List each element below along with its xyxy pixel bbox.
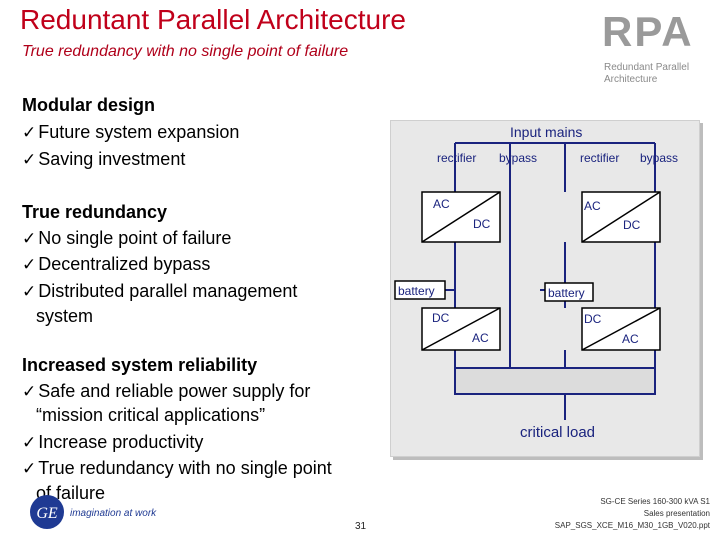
section-heading-reliability: Increased system reliability [22, 355, 258, 375]
input-mains-label: Input mains [510, 124, 583, 140]
ac-label: AC [622, 332, 639, 346]
rectifier-diagonal-2 [581, 191, 661, 243]
ge-monogram-icon: GE [36, 505, 58, 522]
inverter-diagonal-1 [421, 307, 501, 351]
battery-label: battery [548, 286, 585, 300]
check-icon: ✓ [22, 150, 37, 169]
ac-label: AC [433, 197, 450, 211]
check-icon: ✓ [22, 255, 37, 274]
bullet-item: ✓Saving investment [22, 149, 186, 169]
load-bus-box [454, 367, 656, 395]
dc-label: DC [584, 312, 602, 326]
check-icon: ✓ [22, 229, 37, 248]
bullet-item: ✓Distributed parallel management [22, 281, 298, 301]
check-icon: ✓ [22, 459, 37, 478]
bullet-item: ✓Increase productivity [22, 432, 204, 452]
footer-line3: SAP_SGS_XCE_M16_M30_1GB_V020.ppt [554, 521, 710, 530]
section-heading-modular: Modular design [22, 95, 156, 115]
critical-load-label: critical load [520, 424, 596, 441]
battery-label: battery [398, 284, 435, 298]
inverter-diagonal-2 [581, 307, 661, 351]
svg-text:GE: GE [36, 505, 58, 522]
bullet-item: ✓True redundancy with no single point [22, 458, 332, 478]
rectifier-label: rectifier [437, 151, 477, 165]
rpa-logo-line2: Architecture [604, 74, 658, 85]
bullet-continuation: system [36, 306, 94, 326]
footer-line2: Sales presentation [643, 509, 710, 518]
bullet-item: ✓Decentralized bypass [22, 254, 211, 274]
battery-block-1 [394, 280, 446, 300]
ac-label: AC [584, 199, 601, 213]
bullet-item: ✓No single point of failure [22, 228, 232, 248]
rpa-logo-line1: Redundant Parallel [604, 62, 690, 73]
ac-label: AC [472, 331, 489, 345]
page-title: Reduntant Parallel Architecture [20, 4, 406, 35]
dc-label: DC [623, 218, 641, 232]
rpa-logo-abbr: RPA [602, 8, 694, 55]
section-heading-redundancy: True redundancy [22, 202, 168, 222]
rectifier-label: rectifier [580, 151, 620, 165]
rpa-logo: RPA Redundant Parallel Architecture [602, 8, 702, 88]
bypass-label: bypass [640, 151, 679, 165]
bullet-item: ✓Safe and reliable power supply for [22, 381, 311, 401]
dc-label: DC [473, 217, 491, 231]
check-icon: ✓ [22, 123, 37, 142]
ge-logo-icon: GE [30, 495, 64, 529]
bullet-continuation: “mission critical applications” [36, 405, 266, 425]
bullet-item: ✓Future system expansion [22, 122, 240, 142]
check-icon: ✓ [22, 282, 37, 301]
footer-line1: SG-CE Series 160-300 kVA S1 [600, 497, 710, 506]
page-subtitle: True redundancy with no single point of … [22, 43, 349, 60]
rectifier-diagonal-1 [421, 191, 501, 243]
dc-label: DC [432, 311, 450, 325]
check-icon: ✓ [22, 382, 37, 401]
page-number: 31 [355, 521, 367, 532]
bypass-label: bypass [499, 151, 538, 165]
battery-block-2 [544, 282, 594, 302]
check-icon: ✓ [22, 433, 37, 452]
ge-tagline: imagination at work [70, 508, 157, 519]
